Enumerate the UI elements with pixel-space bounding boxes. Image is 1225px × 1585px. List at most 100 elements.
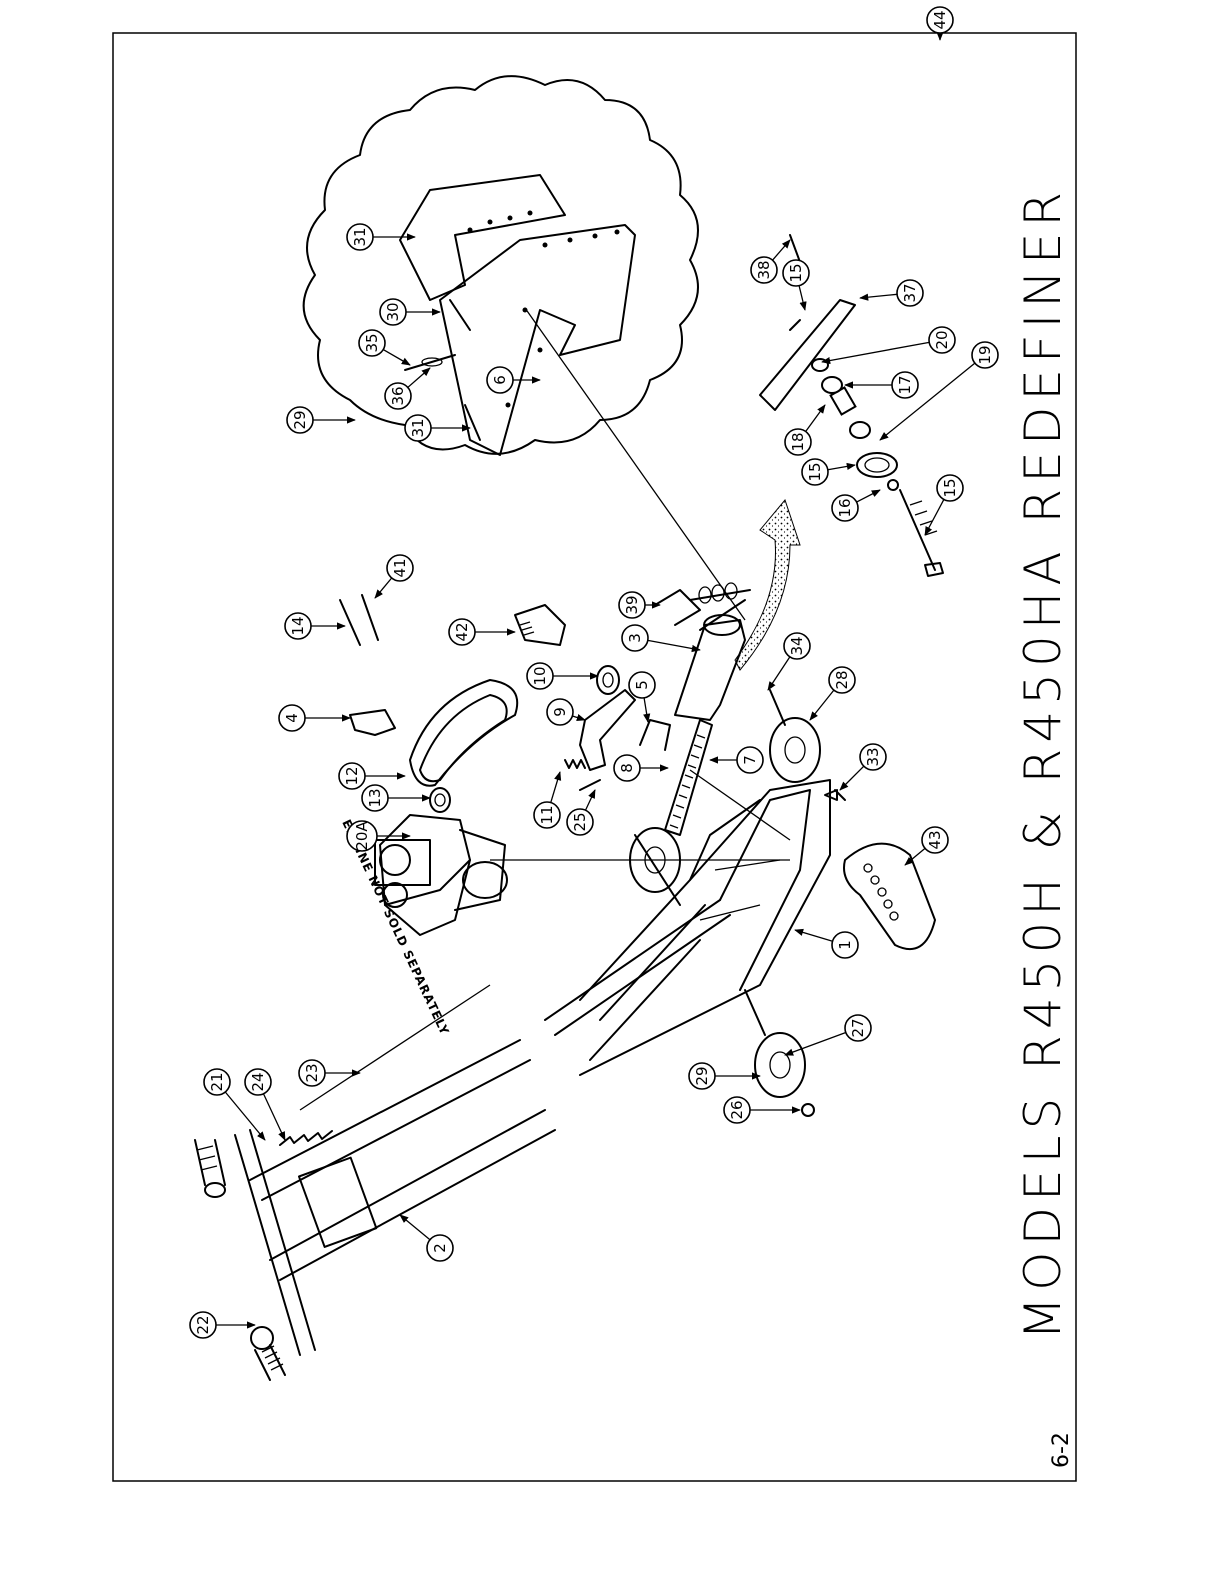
- leader-line: [644, 698, 648, 722]
- leader-line: [572, 716, 585, 720]
- callout-part-8: 8: [614, 755, 668, 781]
- callout-part-43: 43: [905, 827, 948, 865]
- pulley-13: [430, 788, 450, 812]
- leader-line: [773, 240, 790, 260]
- callout-label: 15: [806, 462, 824, 481]
- leader-line: [586, 790, 595, 810]
- callout-part-6: 6: [487, 367, 540, 393]
- diagram-title: MODELS R450H & R450HA REDEFINER: [1014, 186, 1072, 1340]
- callout-label: 20: [933, 330, 951, 349]
- callout-label: 16: [836, 498, 854, 517]
- callout-label: 42: [453, 622, 471, 641]
- callout-label: 2: [431, 1243, 449, 1253]
- callout-label: 34: [788, 636, 806, 655]
- callout-part-1: 1: [795, 930, 858, 958]
- callout-part-39: 39: [619, 592, 660, 618]
- callout-part-28: 28: [810, 667, 855, 720]
- callout-label: 28: [833, 670, 851, 689]
- callout-part-42: 42: [449, 619, 515, 645]
- callout-label: 27: [849, 1018, 867, 1037]
- callout-part-24: 24: [245, 1069, 285, 1140]
- callout-part-9: 9: [547, 699, 585, 725]
- leader-line: [408, 368, 430, 387]
- callout-label: 39: [623, 595, 641, 614]
- callout-part-16: 16: [832, 490, 880, 521]
- leader-line: [840, 766, 864, 790]
- callout-label: 12: [343, 766, 361, 785]
- page-frame: [113, 33, 1076, 1481]
- callout-part-17: 17: [845, 372, 918, 398]
- callout-part-2: 2: [400, 1215, 453, 1261]
- callout-label: 15: [787, 263, 805, 282]
- callout-label: 33: [864, 747, 882, 766]
- page-number: 6-2: [1049, 1432, 1074, 1468]
- callout-label: 1: [836, 940, 854, 950]
- bracket-41: [655, 590, 700, 625]
- callout-label: 20A: [353, 821, 371, 851]
- callout-label: 13: [366, 788, 384, 807]
- callout-label: 6: [491, 375, 509, 385]
- bracket-4: [350, 710, 395, 735]
- callout-part-41: 41: [375, 555, 413, 598]
- callout-part-29: 29: [689, 1063, 760, 1089]
- leader-line: [810, 690, 834, 720]
- callout-label: 22: [194, 1315, 212, 1334]
- leader-line: [768, 657, 790, 690]
- hardware-bag-44: [844, 844, 935, 949]
- wheel-left: [630, 828, 680, 905]
- callout-part-31: 31: [405, 415, 470, 441]
- callout-label: 25: [571, 812, 589, 831]
- leader-line: [400, 1215, 430, 1240]
- leader-line: [263, 1094, 285, 1140]
- callout-label: 19: [976, 345, 994, 364]
- callout-part-35: 35: [359, 330, 410, 365]
- brush-8: [665, 720, 712, 835]
- callout-part-15: 15: [802, 459, 855, 485]
- callout-part-30: 30: [380, 299, 440, 325]
- callout-label: 41: [391, 558, 409, 577]
- callout-label: 5: [633, 680, 651, 690]
- callout-label: 24: [249, 1072, 267, 1091]
- wheel-29-front: [770, 690, 820, 782]
- leader-line: [880, 363, 975, 440]
- callout-part-7: 7: [710, 747, 763, 773]
- callout-part-33: 33: [840, 744, 886, 790]
- handle-assembly: [195, 985, 555, 1380]
- guard-43: [515, 605, 565, 645]
- cable-24: [300, 985, 490, 1110]
- callout-label: 11: [538, 805, 556, 824]
- callout-label: 29: [693, 1066, 711, 1085]
- callout-label: 35: [363, 333, 381, 352]
- leader-line: [806, 405, 825, 431]
- callout-label: 26: [728, 1100, 746, 1119]
- callout-part-11: 11: [534, 772, 560, 828]
- callout-part-26: 26: [724, 1097, 800, 1123]
- title-block: MODELS R450H & R450HA REDEFINER 6-2: [1014, 186, 1074, 1468]
- callout-label: 23: [303, 1063, 321, 1082]
- callout-label: 29: [291, 410, 309, 429]
- callout-part-36: 36: [385, 368, 430, 409]
- callout-label: 21: [208, 1072, 226, 1091]
- callout-label: 30: [384, 302, 402, 321]
- callout-label: 14: [289, 616, 307, 635]
- leader-line: [225, 1092, 265, 1140]
- callout-part-3: 3: [622, 625, 700, 651]
- callout-label: 43: [926, 830, 944, 849]
- callout-label: 3: [626, 633, 644, 643]
- callout-part-15: 15: [925, 475, 963, 535]
- callout-label: 10: [531, 666, 549, 685]
- callout-label: 8: [618, 763, 636, 773]
- callout-label: 7: [741, 755, 759, 765]
- callout-part-37: 37: [860, 280, 923, 306]
- leader-line: [925, 499, 944, 535]
- leader-line: [857, 490, 880, 502]
- callout-label: 31: [351, 227, 369, 246]
- bracket-5: [640, 720, 670, 750]
- bolt-23: [251, 1327, 285, 1380]
- leader-line: [648, 640, 700, 650]
- callout-part-34: 34: [768, 633, 810, 690]
- leader-line: [551, 772, 560, 803]
- callout-label: 44: [931, 10, 949, 29]
- callout-label: 18: [789, 432, 807, 451]
